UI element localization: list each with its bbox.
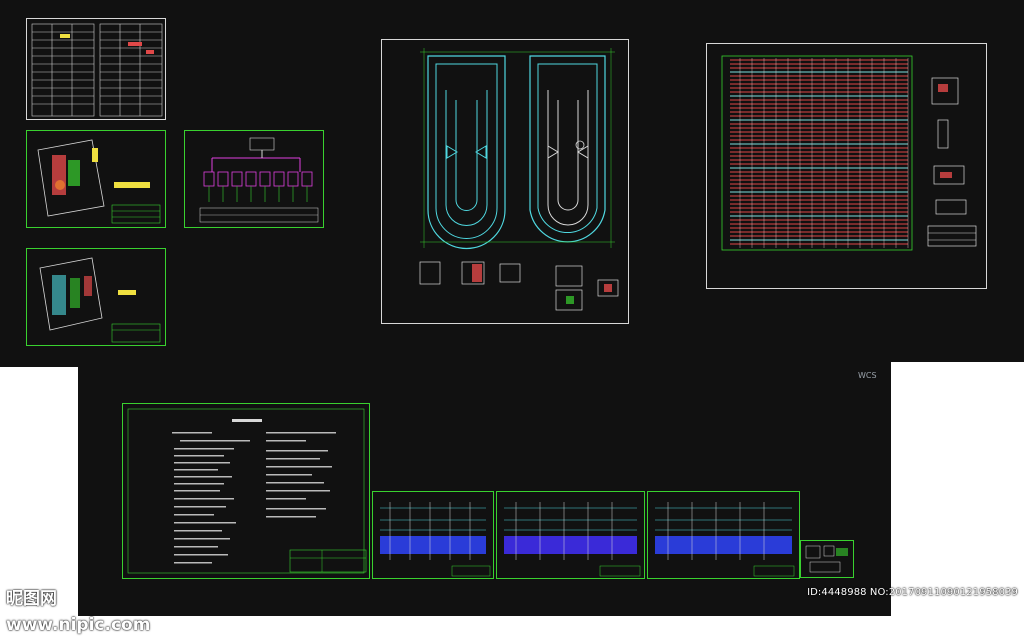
- site-plan-sheet-1[interactable]: [26, 130, 166, 228]
- ucs-label: WCS: [858, 371, 877, 380]
- image-id-text: ID:4448988 NO:20170911090121958039: [807, 587, 1018, 598]
- detail-thumbnail-sheet[interactable]: [800, 540, 854, 578]
- plant-layout-sheet[interactable]: [381, 39, 629, 324]
- site-plan-sheet-2[interactable]: [26, 248, 166, 346]
- section-sheet-1[interactable]: [372, 491, 494, 579]
- design-notes-sheet[interactable]: [122, 403, 370, 579]
- cad-modelspace-strip: [891, 362, 1024, 368]
- nipic-watermark: 昵图网 www.nipic.com: [0, 586, 211, 635]
- section-sheet-2[interactable]: [496, 491, 645, 579]
- watermark-logo: 昵图网: [6, 589, 57, 609]
- pipe-schedule-sheet[interactable]: [706, 43, 987, 289]
- system-diagram-sheet[interactable]: [184, 130, 324, 228]
- drawing-index-sheet[interactable]: [26, 18, 166, 120]
- watermark-url: www.nipic.com: [6, 615, 151, 635]
- section-sheet-3[interactable]: [647, 491, 800, 579]
